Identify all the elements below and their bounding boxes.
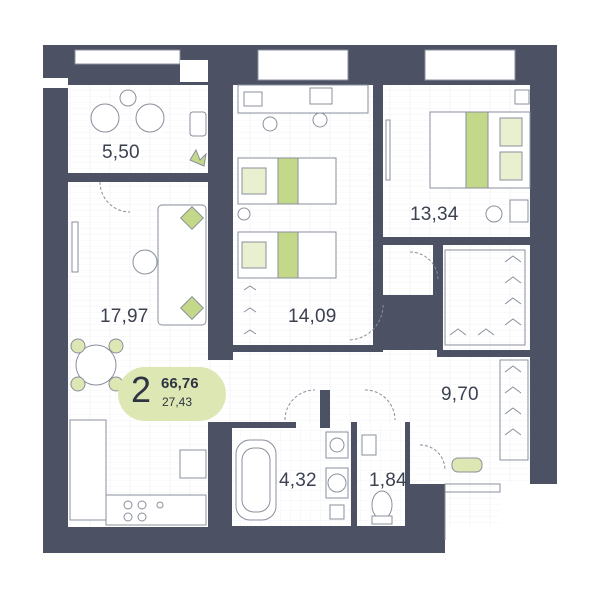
area-toilet: 1,84: [369, 470, 407, 491]
balcony-chair-2: [135, 103, 165, 133]
entry-door-floor: [445, 484, 500, 526]
area-balcony: 5,50: [102, 142, 140, 163]
entry-floor: [405, 422, 437, 484]
interior-walls: [68, 45, 557, 526]
living-area: 27,43: [162, 395, 193, 409]
apartment-badge: [118, 367, 226, 421]
toilet-bowl: [371, 490, 393, 520]
armchair: [132, 249, 158, 275]
area-kids-bedroom: 14,09: [288, 306, 337, 327]
total-area: 66,76: [161, 375, 199, 392]
toilet-sink: [361, 434, 377, 456]
entry-bench: [451, 457, 483, 473]
rooms-count: 2: [131, 369, 152, 410]
window-master: [424, 49, 516, 81]
furniture: [69, 84, 531, 526]
area-bathroom: 4,32: [279, 470, 317, 491]
sofa: [157, 204, 207, 326]
balcony-chair-1: [90, 103, 120, 133]
window-balcony: [74, 49, 181, 65]
window-kids: [257, 49, 349, 81]
area-hallway: 9,70: [441, 384, 479, 405]
corridor-floor: [383, 245, 433, 295]
kids-bedroom-floor: [233, 85, 373, 345]
doors: [99, 181, 446, 471]
area-living-kitchen: 17,97: [100, 306, 149, 327]
area-master-bedroom: 13,34: [410, 204, 459, 225]
balcony-floor: [68, 85, 210, 173]
windows: [43, 49, 516, 88]
balcony-table: [119, 89, 137, 107]
entry-door: [444, 483, 501, 540]
dining-table: [75, 344, 117, 386]
kitchen-counter: [69, 419, 107, 521]
kitchen-counter-bottom: [105, 494, 207, 526]
